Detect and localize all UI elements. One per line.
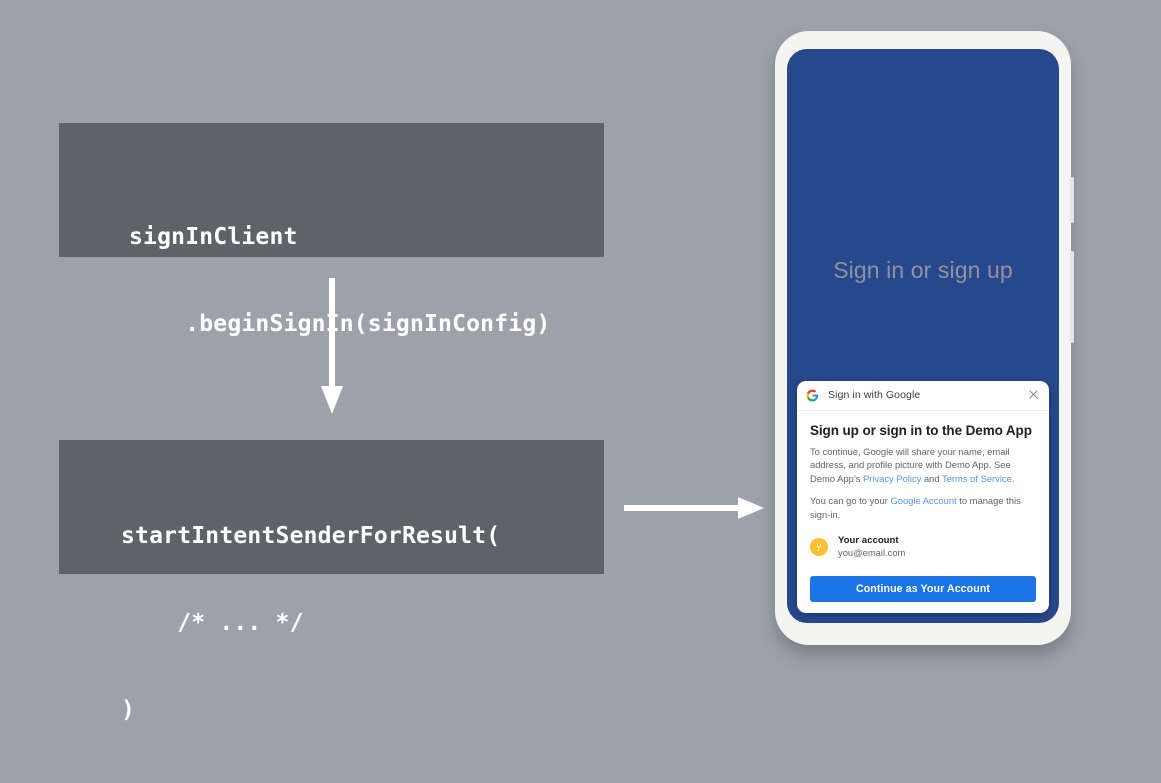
arrow-shaft <box>329 278 335 390</box>
account-email: you@email.com <box>838 547 906 558</box>
consent-text-2: and <box>921 472 943 484</box>
arrow-right-icon <box>624 492 764 524</box>
sheet-body: Sign up or sign in to the Demo App To co… <box>797 411 1049 613</box>
code-line: ) <box>121 697 136 723</box>
account-details: Your account you@email.com <box>838 535 905 559</box>
close-icon[interactable] <box>1027 389 1039 401</box>
consent-paragraph: To continue, Google will share your name… <box>810 445 1036 485</box>
arrow-shaft <box>624 505 742 511</box>
arrow-head <box>321 386 343 414</box>
consent-text-3: . <box>1011 472 1015 484</box>
phone-screen: Sign in or sign up Sign in with Google S… <box>787 49 1059 623</box>
screen-title: Sign in or sign up <box>833 257 1013 283</box>
begin-sign-in-snippet: signInClient .beginSignIn(signInConfig) <box>59 123 604 337</box>
phone-mockup: Sign in or sign up Sign in with Google S… <box>775 31 1074 645</box>
account-row[interactable]: y Your account you@email.com <box>810 535 1036 559</box>
arrow-down-icon <box>316 278 348 414</box>
code-line: startIntentSenderForResult( <box>121 523 501 549</box>
sheet-heading: Sign up or sign in to the Demo App <box>810 422 1032 438</box>
diagram-canvas: signInClient .beginSignIn(signInConfig) … <box>0 0 1161 690</box>
phone-power-button[interactable] <box>1070 251 1074 343</box>
privacy-policy-link[interactable]: Privacy Policy <box>862 472 922 484</box>
avatar: y <box>810 538 828 556</box>
google-signin-sheet: Sign in with Google Sign up or sign in t… <box>797 380 1049 613</box>
sheet-header-title: Sign in with Google <box>828 389 921 402</box>
google-g-icon <box>806 389 819 402</box>
phone-volume-button[interactable] <box>1070 177 1074 223</box>
continue-button[interactable]: Continue as Your Account <box>810 576 1036 602</box>
arrow-head <box>738 497 764 519</box>
code-line: /* ... */ <box>121 610 304 636</box>
google-account-link[interactable]: Google Account <box>890 495 957 507</box>
code-line: signInClient <box>129 224 298 250</box>
code-line: .beginSignIn(signInConfig) <box>129 311 551 337</box>
sheet-header: Sign in with Google <box>797 381 1049 411</box>
account-name: Your account <box>838 535 899 546</box>
consent-text-1: To continue, Google will share your name… <box>810 445 1011 484</box>
start-intent-sender-snippet: startIntentSenderForResult( /* ... */ ) <box>59 440 604 723</box>
manage-text-1: You can go to your <box>810 495 891 507</box>
terms-of-service-link[interactable]: Terms of Service <box>942 472 1012 484</box>
manage-paragraph: You can go to your Google Account to man… <box>810 494 1036 521</box>
manage-text-2: to manage this sign-in. <box>810 495 1021 520</box>
